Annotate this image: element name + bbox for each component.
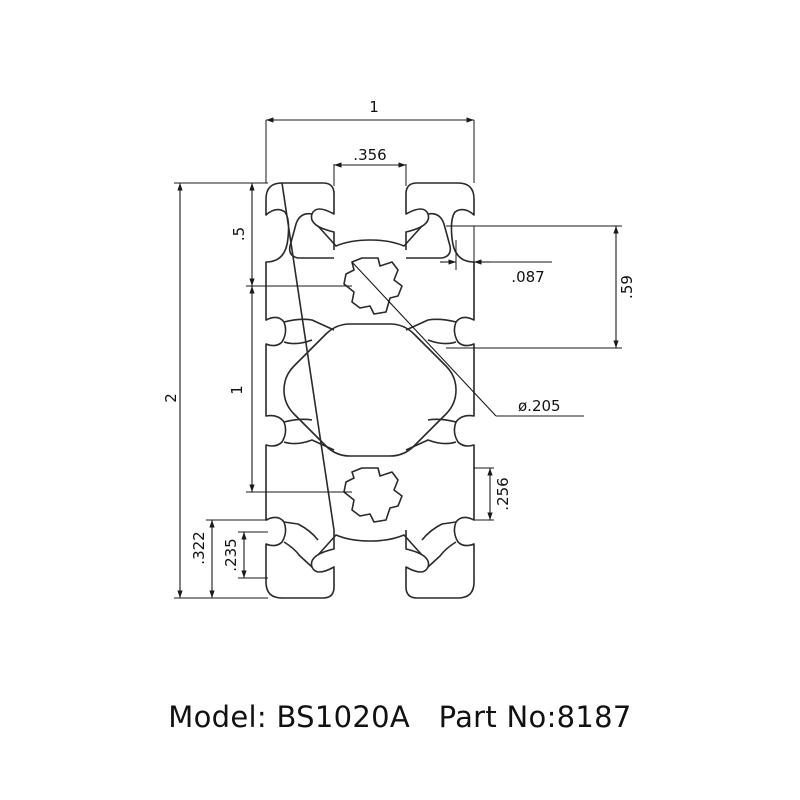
dim-slot-width: .256 xyxy=(494,477,512,510)
dim-total-height: 2 xyxy=(162,393,180,403)
slot-channel-left-top xyxy=(288,212,334,259)
core-hole-lower xyxy=(343,467,403,523)
web-lower xyxy=(317,534,423,556)
model-label: Model: xyxy=(168,700,267,734)
profile-outer-contour xyxy=(265,182,475,599)
dim-pitch: 1 xyxy=(228,385,246,395)
slot-channel-right-top xyxy=(406,212,452,259)
center-cavity xyxy=(283,323,457,457)
model-value: BS1020A xyxy=(276,700,411,734)
part-label: Part No: xyxy=(438,700,557,734)
dim-slot-depth: .59 xyxy=(618,275,636,299)
slot-channel-left-bottom xyxy=(283,521,319,568)
dim-groove-depth: .235 xyxy=(222,538,240,571)
slot-channel-left-upper xyxy=(283,318,335,345)
core-hole-upper xyxy=(343,257,403,315)
web-upper xyxy=(317,225,423,247)
dim-half-pitch: .5 xyxy=(230,227,248,241)
dim-width: 1 xyxy=(369,98,379,116)
model-caption: Model: BS1020A Part No:8187 xyxy=(0,700,800,734)
dim-core-hole: ø.205 xyxy=(518,397,561,415)
dim-slot-lip: .087 xyxy=(511,268,544,286)
part-value: 8187 xyxy=(556,700,632,734)
dim-slot-opening: .356 xyxy=(353,146,386,164)
dim-lip-depth: .322 xyxy=(190,531,208,564)
slot-channel-right-upper xyxy=(405,318,457,345)
slot-channel-right-bottom xyxy=(421,521,457,568)
